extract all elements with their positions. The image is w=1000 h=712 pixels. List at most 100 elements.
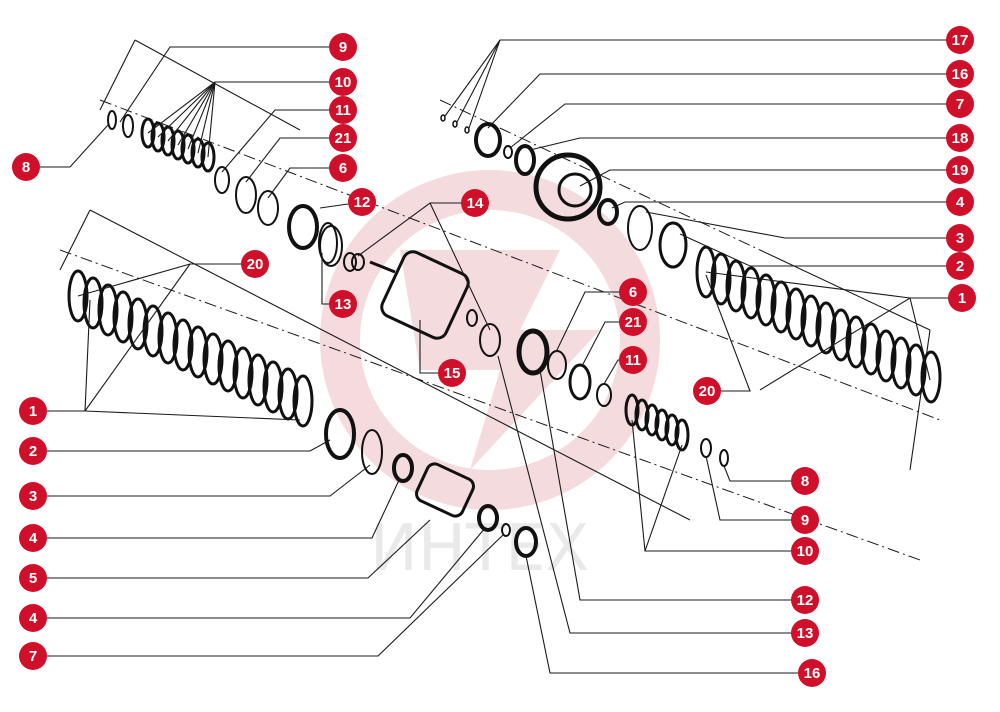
callout-circle xyxy=(19,437,47,465)
callout-label: 2 xyxy=(29,443,37,460)
callout-12: 12 xyxy=(348,188,376,216)
upper-right-gear-assembly xyxy=(440,114,688,269)
callout-label: 20 xyxy=(247,256,264,273)
callout-circle xyxy=(946,124,974,152)
callout-7: 7 xyxy=(19,642,47,670)
callout-circle xyxy=(12,153,40,181)
callout-7: 7 xyxy=(946,90,974,118)
callout-8: 8 xyxy=(12,153,40,181)
callout-circle xyxy=(791,506,819,534)
callout-2: 2 xyxy=(19,437,47,465)
callout-label: 11 xyxy=(335,102,351,119)
callout-label: 17 xyxy=(952,32,969,49)
callout-circle xyxy=(19,482,47,510)
callout-circle xyxy=(19,604,47,632)
callout-circle xyxy=(348,188,376,216)
callout-9: 9 xyxy=(791,506,819,534)
callout-1: 1 xyxy=(948,284,976,312)
callout-markers: 9101121612814201315123454717167181943216… xyxy=(12,26,976,687)
callout-label: 7 xyxy=(29,648,37,665)
axis-lines xyxy=(59,39,941,561)
callout-circle xyxy=(946,26,974,54)
callout-16: 16 xyxy=(798,659,826,687)
callout-10: 10 xyxy=(329,68,357,96)
callout-label: 11 xyxy=(625,352,641,369)
callout-label: 20 xyxy=(699,383,716,400)
callout-4: 4 xyxy=(19,604,47,632)
callout-label: 18 xyxy=(952,130,969,147)
callout-circle xyxy=(461,189,489,217)
callout-circle xyxy=(791,467,819,495)
callout-15: 15 xyxy=(438,359,466,387)
callout-label: 13 xyxy=(797,625,814,642)
callout-12: 12 xyxy=(791,586,819,614)
callout-label: 1 xyxy=(29,403,37,420)
callout-label: 1 xyxy=(958,290,966,307)
callout-circle xyxy=(791,619,819,647)
callout-circle xyxy=(946,156,974,184)
callout-label: 4 xyxy=(956,194,965,211)
callout-label: 16 xyxy=(952,66,969,83)
callout-circle xyxy=(791,537,819,565)
callout-6: 6 xyxy=(329,154,357,182)
lower-left-disc-pack xyxy=(67,269,538,558)
central-drum-assembly xyxy=(318,222,550,376)
callout-label: 21 xyxy=(335,130,352,147)
callout-label: 6 xyxy=(629,284,637,301)
callout-6: 6 xyxy=(619,278,647,306)
callout-label: 3 xyxy=(29,488,37,505)
right-large-disc-pack xyxy=(695,245,942,404)
callout-4: 4 xyxy=(946,188,974,216)
callout-18: 18 xyxy=(946,124,974,152)
callout-label: 8 xyxy=(801,473,809,490)
callout-21: 21 xyxy=(619,308,647,336)
callout-circle xyxy=(693,377,721,405)
callout-circle xyxy=(241,250,269,278)
callout-circle xyxy=(438,359,466,387)
callout-label: 10 xyxy=(335,74,352,91)
callout-circle xyxy=(946,224,974,252)
callout-label: 2 xyxy=(956,258,964,275)
callout-9: 9 xyxy=(329,33,357,61)
leader-lines xyxy=(26,39,962,674)
callout-13: 13 xyxy=(329,290,357,318)
callout-circle xyxy=(329,68,357,96)
callout-label: 12 xyxy=(354,194,371,211)
callout-11: 11 xyxy=(619,346,647,374)
right-disc-pack xyxy=(547,350,729,467)
callout-2: 2 xyxy=(946,252,974,280)
callout-circle xyxy=(329,154,357,182)
callout-8: 8 xyxy=(791,467,819,495)
callout-circle xyxy=(329,290,357,318)
callout-circle xyxy=(946,90,974,118)
callout-circle xyxy=(619,346,647,374)
callout-label: 21 xyxy=(625,314,642,331)
callout-label: 12 xyxy=(797,592,814,609)
callout-3: 3 xyxy=(19,482,47,510)
callout-label: 4 xyxy=(29,610,38,627)
callout-11: 11 xyxy=(329,96,357,124)
callout-circle xyxy=(619,278,647,306)
callout-circle xyxy=(19,397,47,425)
callout-20: 20 xyxy=(241,250,269,278)
callout-3: 3 xyxy=(946,224,974,252)
callout-label: 14 xyxy=(467,195,484,212)
callout-label: 15 xyxy=(444,365,461,382)
callout-4: 4 xyxy=(19,524,47,552)
callout-label: 13 xyxy=(335,296,352,313)
callout-circle xyxy=(619,308,647,336)
callout-13: 13 xyxy=(791,619,819,647)
callout-5: 5 xyxy=(19,564,47,592)
callout-circle xyxy=(329,124,357,152)
callout-10: 10 xyxy=(791,537,819,565)
callout-label: 9 xyxy=(801,512,809,529)
callout-20: 20 xyxy=(693,377,721,405)
callout-circle xyxy=(19,642,47,670)
callout-circle xyxy=(946,188,974,216)
callout-label: 6 xyxy=(339,160,347,177)
callout-label: 4 xyxy=(29,530,38,547)
callout-label: 7 xyxy=(956,96,964,113)
callout-1: 1 xyxy=(19,397,47,425)
callout-19: 19 xyxy=(946,156,974,184)
